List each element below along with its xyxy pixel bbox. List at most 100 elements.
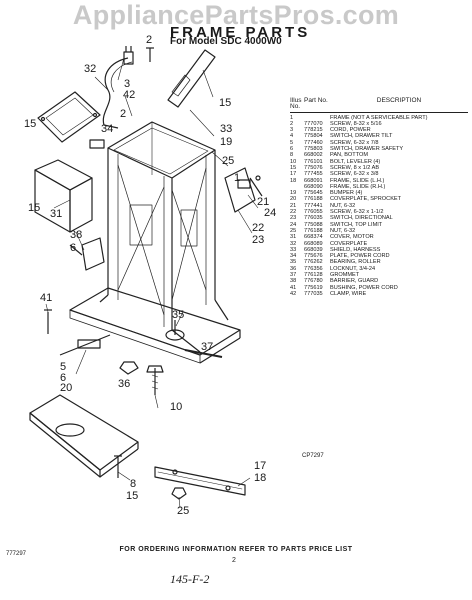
part-description: SWITCH, TOP LIMIT [330,221,383,228]
part-ref: 17 [290,171,297,178]
part-description: BARRIER, GUARD [330,278,379,285]
callout-label: 31 [50,208,63,220]
part-number: 777455 [304,171,323,178]
part-number: 777460 [304,139,323,146]
power-cord-drawing [102,46,134,129]
part-number: 777441 [304,202,323,209]
slide-frame-drawing [154,466,246,496]
part-description: BUSHING, POWER CORD [330,284,398,291]
callout-label: 34 [101,123,114,135]
part-ref: 8 [290,152,294,159]
callout-label: 32 [84,63,97,75]
part-description: FRAME, SLIDE (L.H.) [330,177,385,184]
frame-cabinet-drawing [69,121,241,364]
part-ref: 38 [290,278,297,285]
part-ref: 34 [290,253,297,260]
roller-bearing-drawing [165,320,185,341]
part-description: CORD, POWER [330,127,371,134]
callout-label: 37 [201,341,214,353]
part-description: FRAME (NOT A SERVICEABLE PART) [330,114,428,121]
lower-code: 777297 [6,551,27,557]
callout-label: 2 [120,108,127,120]
part-number: 776262 [304,259,323,266]
pan-screw-drawing [114,455,122,478]
header-description: DESCRIPTION [376,97,422,104]
parts-list-header: Illus No. Part No. DESCRIPTION [290,97,468,113]
catalog-number: CP7297 [302,453,324,459]
part-ref: 10 [290,158,297,165]
callout-label: 20 [60,382,73,394]
part-number: 776188 [304,227,323,234]
part-description: COVERPLATE [330,240,368,247]
callout-label: 15 [24,118,37,130]
part-ref: 35 [290,259,297,266]
callout-label: 41 [40,292,53,304]
page-number: 2 [232,557,236,564]
part-description: PLATE, POWER CORD [330,253,390,260]
callout-label: 1 [234,172,241,184]
part-description: SHIELD, HARNESS [330,246,381,253]
part-ref: 33 [290,246,297,253]
part-ref: 23 [290,215,297,222]
header-part-no: Part No. [304,97,328,104]
callout-label: 25 [222,155,235,167]
part-number: 775645 [304,190,323,197]
part-description: BEARING, ROLLER [330,259,381,266]
callout-label: 19 [220,136,233,148]
part-number: 668002 [304,152,323,159]
harness-shield-drawing [167,49,216,108]
part-ref: 24 [290,221,297,228]
locknut-drawing [119,361,139,375]
callout-label: 36 [118,378,131,390]
part-description: NUT, 6-32 [330,202,356,209]
part-ref: 20 [290,196,297,203]
parts-row: 34 775676 PLATE, POWER CORD [290,253,468,259]
part-number: 668374 [304,234,323,241]
part-ref: 31 [290,234,297,241]
part-number: 668091 [304,177,323,184]
callout-label: 35 [172,309,185,321]
callout-label: 10 [170,401,183,413]
grommet-drawing [184,349,223,358]
callout-label: 15 [126,490,139,502]
callout-label: 18 [254,472,267,484]
parts-row: 35 776262 BEARING, ROLLER [290,259,468,265]
part-description: SWITCH, DRAWER TILT [330,133,393,140]
part-description: SCREW, 6-32 x 7/8 [330,139,379,146]
part-ref: 42 [290,290,297,297]
callout-label: 33 [220,123,233,135]
callout-label: 6 [70,242,77,254]
callout-label: 15 [219,97,232,109]
part-number: 668089 [304,240,323,247]
part-description: PAN, BOTTOM [330,152,369,159]
part-ref: 36 [290,265,297,272]
part-number: 776356 [304,265,323,272]
part-number: 776055 [304,209,323,216]
part-number: 776188 [304,196,323,203]
callout-label: 25 [177,505,190,517]
part-number: 775804 [304,133,323,140]
bushing-drawing [44,309,52,334]
part-number: 776035 [304,215,323,222]
part-description: CLAMP, WIRE [330,290,367,297]
footer-note: FOR ORDERING INFORMATION REFER TO PARTS … [119,546,353,553]
power-cord-plate-drawing [89,139,105,149]
part-ref: 2 [290,120,294,127]
callout-label: 23 [252,234,265,246]
part-ref: 41 [290,284,297,291]
part-description: SCREW, 8-32 x 5/16 [330,120,382,127]
callout-label: 2 [146,34,153,46]
callout-label: 17 [254,460,267,472]
part-number: 777035 [304,290,323,297]
part-number: 775088 [304,221,323,228]
bottom-pan-drawing [29,394,139,478]
part-number: 775676 [304,253,323,260]
